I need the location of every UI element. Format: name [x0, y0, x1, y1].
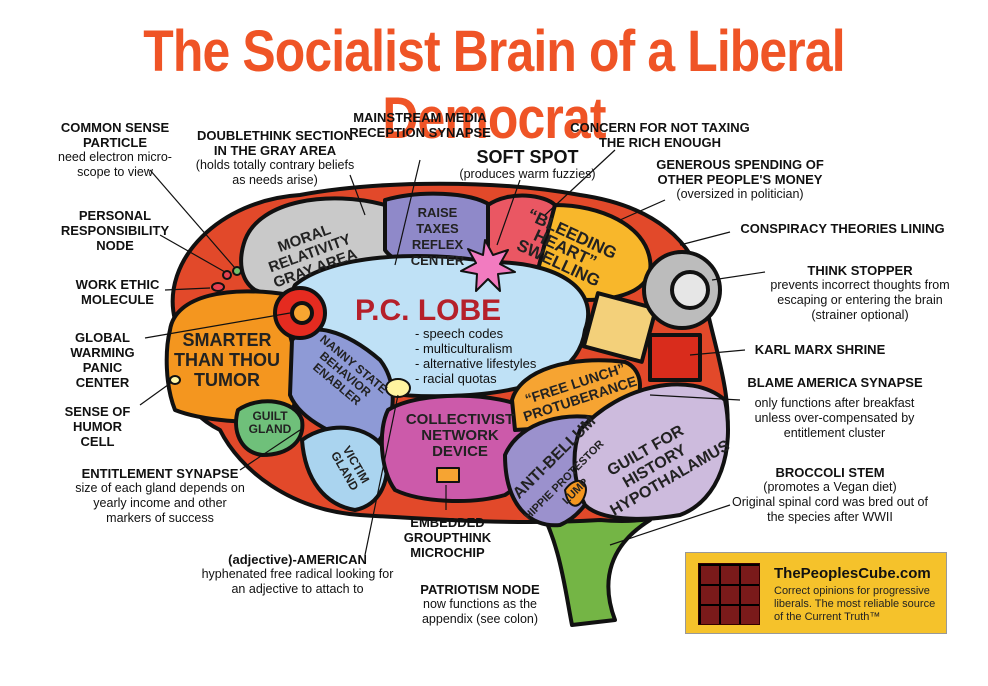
victim-gland-region: [300, 425, 389, 512]
callout-title: ENTITLEMENT SYNAPSE: [81, 466, 239, 481]
callout-title: CONSPIRACY THEORIES LINING: [740, 221, 945, 236]
callout-desc: (promotes a Vegan diet): [763, 480, 897, 494]
callout-title: DOUBLETHINK SECTION IN THE GRAY AREA: [197, 128, 353, 158]
callout-title: KARL MARX SHRINE: [754, 342, 886, 357]
pc-item: - multiculturalism: [415, 341, 513, 356]
callout-lines: [139, 149, 766, 556]
callout-generous: GENEROUS SPENDING OF OTHER PEOPLE'S MONE…: [640, 157, 840, 202]
callout-title: MAINSTREAM MEDIA RECEPTION SYNAPSE: [349, 110, 491, 140]
callout-title: THINK STOPPER: [807, 263, 913, 278]
tumor-label: SMARTER THAN THOU TUMOR: [174, 330, 280, 390]
callout-desc: hyphenated free radical looking for an a…: [201, 567, 394, 596]
patriotism-node: [564, 480, 587, 507]
humor-cell: [169, 375, 181, 385]
callout-title: COMMON SENSE PARTICLE: [60, 120, 170, 150]
callout-desc: (oversized in politician): [676, 187, 804, 201]
callout-title: (adjective)-AMERICAN: [228, 552, 367, 567]
callout-broccoli: BROCCOLI STEM(promotes a Vegan diet)Orig…: [730, 465, 930, 525]
callout-title: BROCCOLI STEM: [775, 465, 885, 480]
callout-title: GLOBAL WARMING PANIC CENTER: [70, 330, 135, 390]
callout-desc: Original spinal cord was bred out of the…: [732, 495, 928, 524]
callout-title: EMBEDDED GROUPTHINK MICROCHIP: [403, 515, 492, 560]
callout-title: GENEROUS SPENDING OF OTHER PEOPLE'S MONE…: [656, 157, 824, 187]
callout-title: SOFT SPOT: [476, 147, 579, 167]
guilt-gland-region: [234, 399, 305, 457]
soft-spot-star: [460, 239, 516, 292]
pc-item: - speech codes: [415, 326, 504, 341]
ad-tagline: Correct opinions for progressive liberal…: [774, 585, 936, 623]
hammer-sickle-flag: [648, 333, 702, 382]
broccoli-stem: [533, 498, 652, 627]
callout-personal: PERSONAL RESPONSIBILITY NODE: [60, 208, 170, 253]
callout-desc: only functions after breakfast unless ov…: [754, 396, 915, 440]
callout-title: SENSE OF HUMOR CELL: [64, 404, 131, 449]
callout-karl-marx: KARL MARX SHRINE: [745, 342, 895, 357]
callout-humor: SENSE OF HUMOR CELL: [55, 404, 140, 449]
callout-desc: (produces warm fuzzies): [459, 167, 596, 181]
pc-item: - racial quotas: [415, 371, 497, 386]
collectivist-region: [379, 393, 536, 503]
callout-blame: BLAME AMERICA SYNAPSE only functions afte…: [740, 375, 930, 441]
callout-work-ethic: WORK ETHIC MOLECULE: [65, 277, 170, 307]
callout-soft-spot: SOFT SPOT(produces warm fuzzies): [445, 147, 610, 182]
page-title: The Socialist Brain of a Liberal Democra…: [143, 19, 845, 151]
rubiks-cube-logo: [698, 563, 760, 625]
raise-taxes-label: RAISE TAXES REFLEX CENTER: [410, 205, 465, 268]
pc-lobe-list: - speech codes - multiculturalism - alte…: [415, 326, 536, 386]
ad-site-name[interactable]: ThePeoplesCube.com: [774, 565, 931, 582]
callout-title: BLAME AMERICA SYNAPSE: [747, 375, 923, 390]
collectivist-label: COLLECTIVIST NETWORK DEVICE: [405, 411, 515, 460]
work-ethic-molecule: [211, 282, 225, 292]
groupthink-microchip: [436, 467, 460, 483]
callout-desc: need electron micro-scope to view: [58, 150, 172, 179]
callout-desc: (holds totally contrary beliefs as needs…: [195, 158, 355, 187]
callout-title: WORK ETHIC MOLECULE: [75, 277, 160, 307]
peoples-cube-ad[interactable]: ThePeoplesCube.com Correct opinions for …: [685, 552, 947, 634]
callout-doublethink: DOUBLETHINK SECTION IN THE GRAY AREA(hol…: [195, 128, 355, 188]
callout-desc: prevents incorrect thoughts from escapin…: [770, 278, 950, 322]
callout-not-taxing: CONCERN FOR NOT TAXING THE RICH ENOUGH: [560, 120, 760, 150]
pc-lobe-title: P.C. LOBE: [355, 294, 502, 327]
callout-title: PERSONAL RESPONSIBILITY NODE: [60, 208, 170, 253]
callout-desc: size of each gland depends on yearly inc…: [75, 481, 245, 525]
callout-desc: now functions as the appendix (see colon…: [421, 597, 539, 626]
guilt-gland-label: GUILT GLAND: [248, 409, 292, 436]
pc-item: - alternative lifestyles: [415, 356, 537, 371]
callout-title: PATRIOTISM NODE: [420, 582, 540, 597]
callout-conspiracy: CONSPIRACY THEORIES LINING: [735, 221, 950, 236]
personal-responsibility-node: [222, 270, 232, 280]
callout-global: GLOBAL WARMING PANIC CENTER: [55, 330, 150, 390]
callout-groupthink: EMBEDDED GROUPTHINK MICROCHIP: [395, 515, 500, 560]
common-sense-particle: [232, 266, 242, 276]
callout-title: CONCERN FOR NOT TAXING THE RICH ENOUGH: [570, 120, 750, 150]
callout-mainstream: MAINSTREAM MEDIA RECEPTION SYNAPSE: [345, 110, 495, 140]
